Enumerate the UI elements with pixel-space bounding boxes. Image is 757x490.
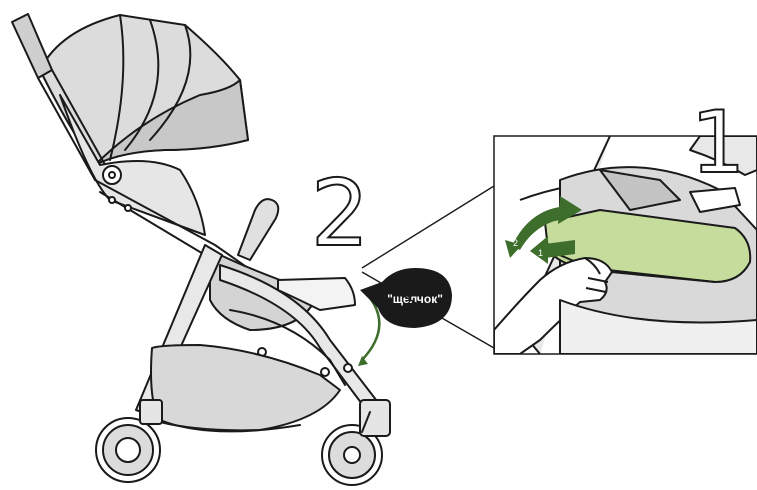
- step-2-number: 2: [311, 160, 370, 267]
- rear-wheel: [96, 400, 162, 482]
- front-wheel: [322, 400, 390, 485]
- click-sound-label: "щелчок": [387, 292, 443, 306]
- detail-inset: 2 1 1: [494, 93, 757, 354]
- push-handle: [12, 14, 52, 78]
- armrest: [238, 199, 278, 260]
- step-1-number: 1: [691, 93, 746, 193]
- rotate-arrow-label: 2: [513, 238, 518, 248]
- push-arrow-label: 1: [538, 248, 543, 258]
- storage-basket: [151, 345, 340, 430]
